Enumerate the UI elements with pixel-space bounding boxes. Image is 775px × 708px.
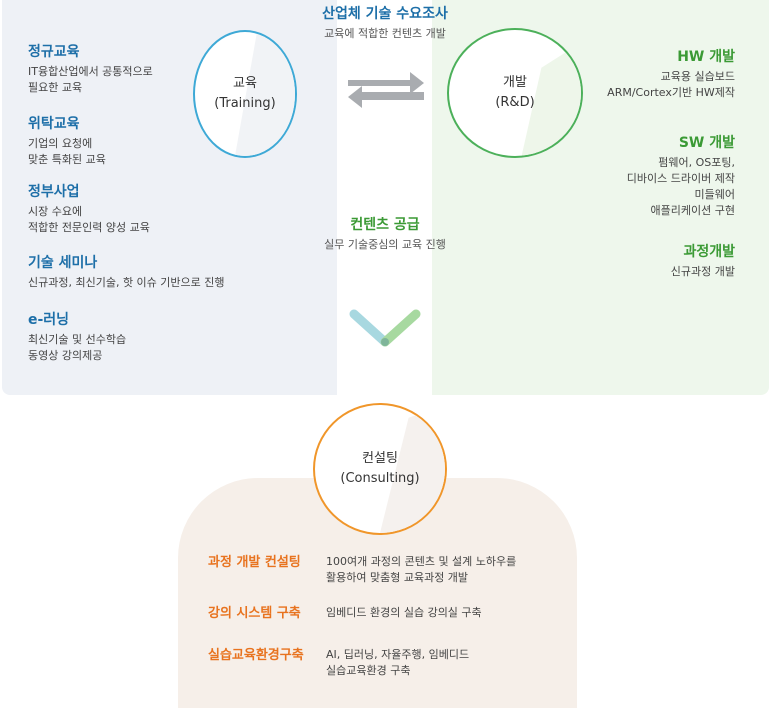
education-item-title: 기술 세미나 bbox=[28, 255, 98, 271]
education-item-desc: 시장 수요에 적합한 전문인력 양성 교육 bbox=[28, 205, 150, 234]
consulting-circle: 컨설팅 (Consulting) bbox=[313, 403, 447, 535]
training-circle-title: 교육 bbox=[233, 76, 257, 91]
development-item: SW 개발 펌웨어, OS포팅, 디바이스 드라이버 제작 미들웨어 애플리케이… bbox=[627, 133, 735, 219]
circle-highlight bbox=[521, 42, 581, 156]
education-item: e-러닝 최신기술 및 선수학습 동영상 강의제공 bbox=[28, 310, 126, 364]
development-item-title: HW 개발 bbox=[677, 49, 735, 65]
consulting-item-label: 실습교육환경구축 bbox=[208, 648, 304, 663]
consulting-item: 강의 시스템 구축 임베디드 환경의 실습 강의실 구축 bbox=[208, 605, 482, 623]
education-item-title: e-러닝 bbox=[28, 312, 70, 328]
consulting-item: 실습교육환경구축 AI, 딥러닝, 자율주행, 임베디드 실습교육환경 구축 bbox=[208, 647, 469, 679]
consulting-circle-title: 컨설팅 bbox=[362, 451, 398, 466]
rnd-circle-subtitle: (R&D) bbox=[495, 95, 535, 110]
content-supply-desc: 실무 기술중심의 교육 진행 bbox=[324, 238, 446, 251]
development-item-title: SW 개발 bbox=[678, 135, 735, 151]
training-circle-subtitle: (Training) bbox=[214, 96, 276, 111]
rnd-circle-title: 개발 bbox=[503, 75, 527, 90]
education-item-title: 위탁교육 bbox=[28, 116, 80, 132]
education-item: 정규교육 IT융합산업에서 공통적으로 필요한 교육 bbox=[28, 42, 153, 96]
development-item-title: 과정개발 bbox=[683, 244, 735, 260]
development-item: HW 개발 교육용 실습보드 ARM/Cortex기반 HW제작 bbox=[607, 47, 735, 101]
demand-survey-title: 산업체 기술 수요조사 bbox=[322, 6, 448, 22]
demand-survey-desc: 교육에 적합한 컨텐츠 개발 bbox=[324, 27, 446, 40]
consulting-item-desc: 임베디드 환경의 실습 강의실 구축 bbox=[326, 606, 482, 619]
training-circle: 교육 (Training) bbox=[193, 30, 297, 158]
education-item-desc: IT융합산업에서 공통적으로 필요한 교육 bbox=[28, 65, 153, 94]
education-item: 정부사업 시장 수요에 적합한 전문인력 양성 교육 bbox=[28, 182, 150, 236]
consulting-item-label: 강의 시스템 구축 bbox=[208, 606, 301, 621]
content-supply-title: 컨텐츠 공급 bbox=[350, 217, 420, 233]
education-item-title: 정규교육 bbox=[28, 44, 80, 60]
education-item-desc: 신규과정, 최신기술, 핫 이슈 기반으로 진행 bbox=[28, 276, 225, 289]
education-item-title: 정부사업 bbox=[28, 184, 80, 200]
consulting-circle-subtitle: (Consulting) bbox=[340, 471, 420, 486]
down-chevron-icon bbox=[349, 309, 421, 347]
consulting-item: 과정 개발 컨설팅 100여개 과정의 콘텐츠 및 설계 노하우를 활용하여 맞… bbox=[208, 554, 516, 586]
consulting-item-label: 과정 개발 컨설팅 bbox=[208, 555, 301, 570]
education-item: 기술 세미나 신규과정, 최신기술, 핫 이슈 기반으로 진행 bbox=[28, 253, 225, 291]
rnd-circle: 개발 (R&D) bbox=[447, 28, 583, 158]
development-item: 과정개발 신규과정 개발 bbox=[671, 242, 735, 280]
development-item-desc: 펌웨어, OS포팅, 디바이스 드라이버 제작 미들웨어 애플리케이션 구현 bbox=[626, 156, 735, 217]
circle-highlight bbox=[235, 32, 295, 156]
development-item-desc: 교육용 실습보드 ARM/Cortex기반 HW제작 bbox=[607, 70, 735, 99]
development-item-desc: 신규과정 개발 bbox=[670, 265, 735, 278]
consulting-item-desc: 100여개 과정의 콘텐츠 및 설계 노하우를 활용하여 맞춤형 교육과정 개발 bbox=[326, 555, 517, 584]
education-item: 위탁교육 기업의 요청에 맞춘 특화된 교육 bbox=[28, 114, 106, 168]
demand-survey-block: 산업체 기술 수요조사 교육에 적합한 컨텐츠 개발 bbox=[265, 4, 505, 42]
circle-highlight bbox=[380, 405, 445, 533]
education-item-desc: 최신기술 및 선수학습 동영상 강의제공 bbox=[28, 333, 127, 362]
education-item-desc: 기업의 요청에 맞춘 특화된 교육 bbox=[28, 137, 106, 166]
consulting-item-desc: AI, 딥러닝, 자율주행, 임베디드 실습교육환경 구축 bbox=[326, 648, 470, 677]
content-supply-block: 컨텐츠 공급 실무 기술중심의 교육 진행 bbox=[265, 215, 505, 253]
exchange-arrows-icon bbox=[348, 72, 424, 108]
